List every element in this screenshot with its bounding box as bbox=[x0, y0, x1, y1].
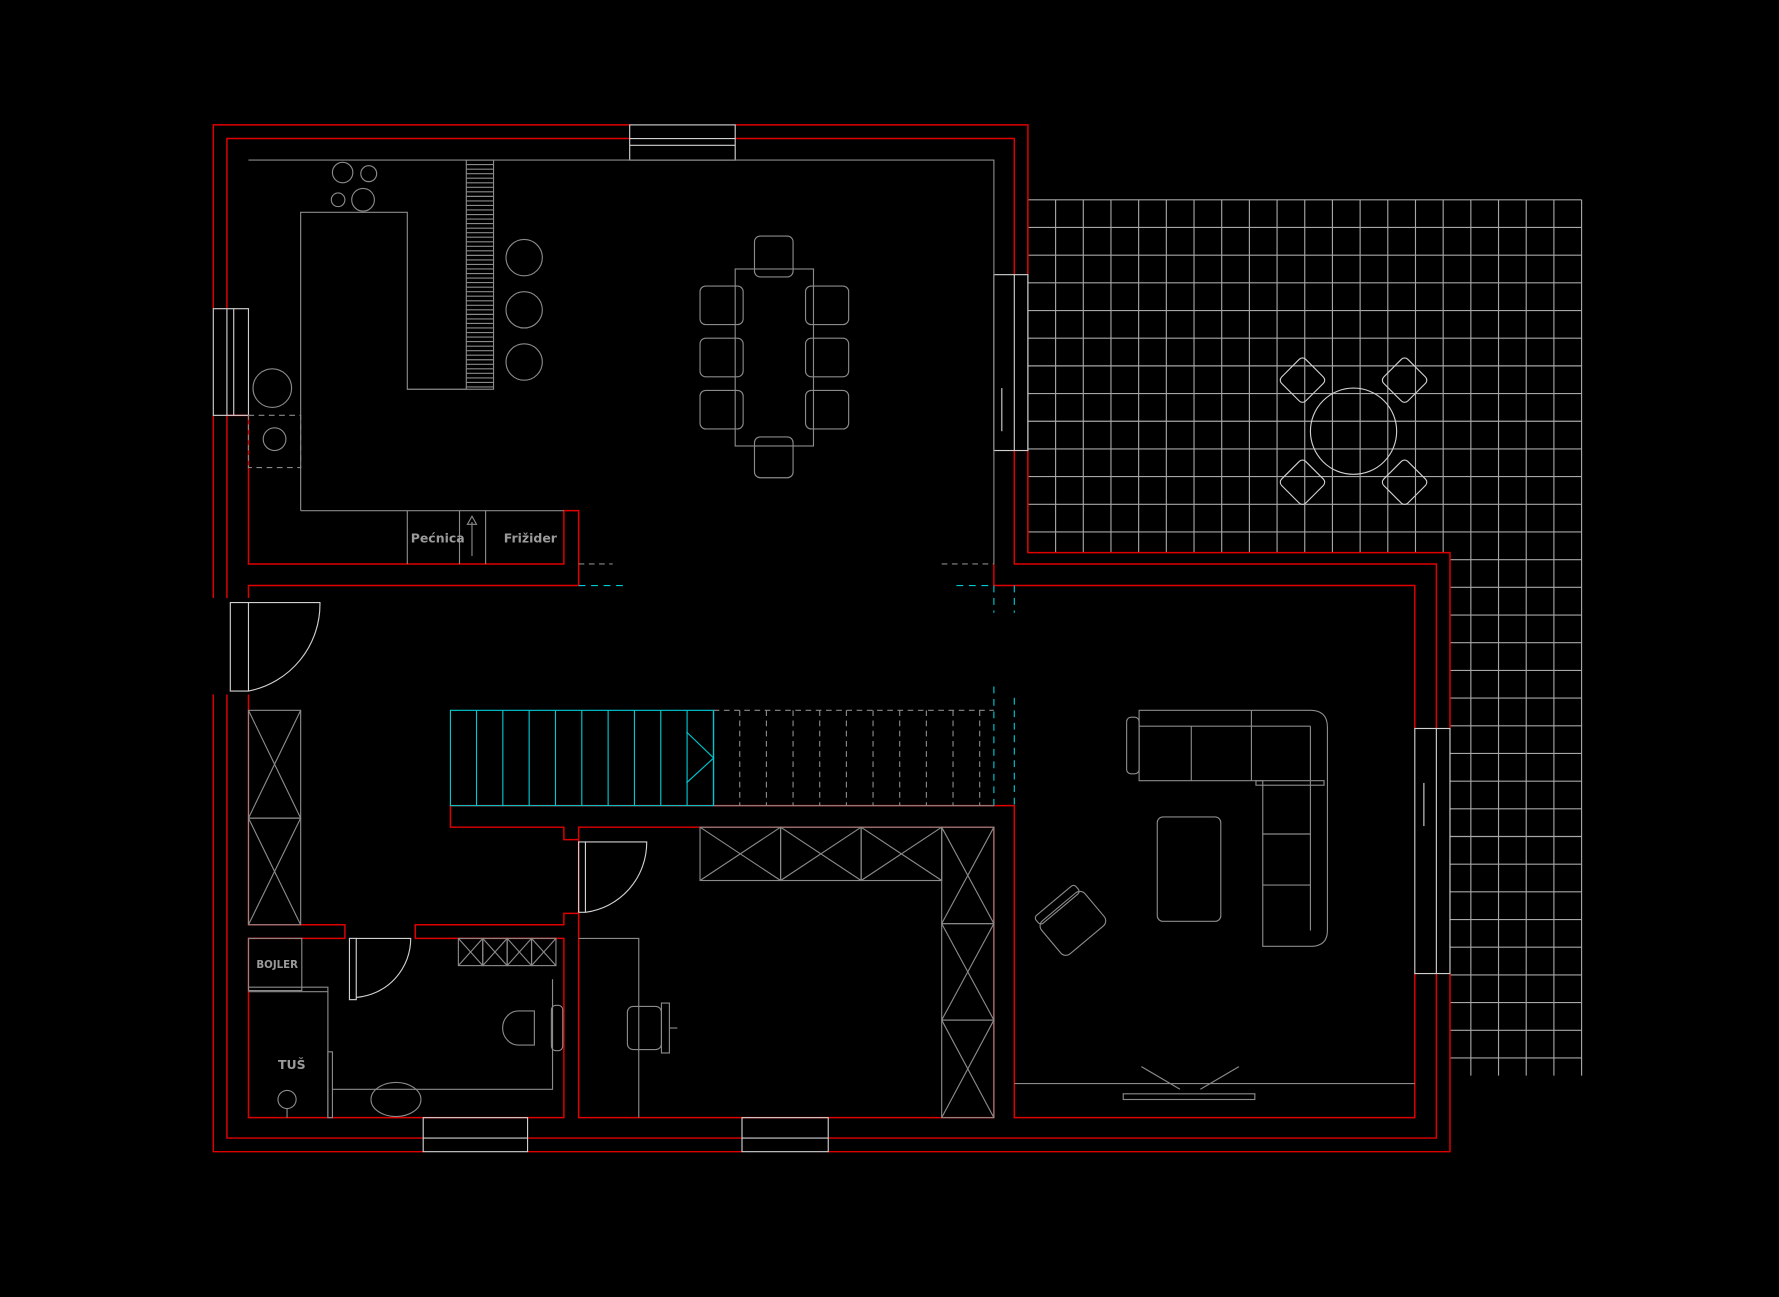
office bbox=[578, 937, 678, 1118]
patio-table bbox=[1279, 357, 1428, 506]
interior-walls bbox=[226, 414, 1416, 1119]
wardrobes bbox=[247, 709, 995, 1119]
openings bbox=[578, 563, 1015, 806]
dining-table bbox=[699, 235, 850, 479]
terrace-tiles bbox=[1027, 199, 1583, 1076]
shower-label: TUŠ bbox=[278, 1057, 306, 1072]
oven-label: Pećnica bbox=[411, 530, 465, 545]
exterior-walls bbox=[212, 124, 1451, 1153]
fridge-label: Frižider bbox=[504, 530, 558, 545]
kitchen: Pećnica Frižider bbox=[247, 159, 995, 564]
staircase bbox=[449, 709, 994, 807]
bathroom: BOJLER TUŠ bbox=[247, 937, 564, 1119]
windows bbox=[212, 124, 1451, 1153]
boiler-label: BOJLER bbox=[256, 960, 298, 971]
living-room bbox=[1014, 709, 1415, 1101]
doors bbox=[229, 601, 648, 1001]
